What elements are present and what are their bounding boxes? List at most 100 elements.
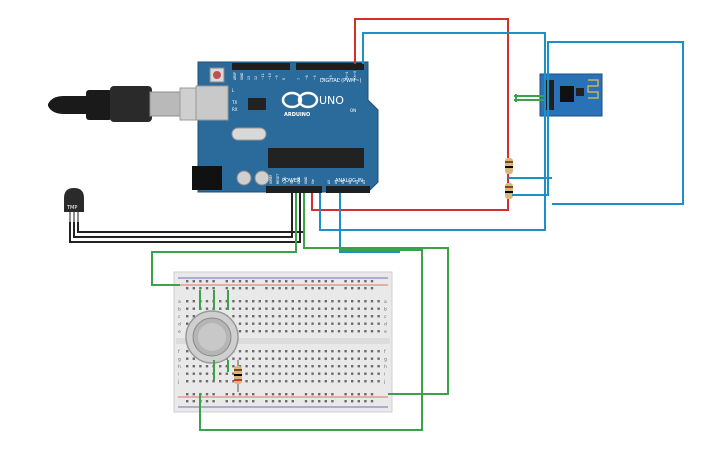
breadboard-hole xyxy=(265,307,268,310)
breadboard-hole xyxy=(304,287,308,290)
breadboard-hole xyxy=(278,357,281,360)
breadboard-hole xyxy=(245,393,248,396)
breadboard-hole xyxy=(304,380,308,383)
breadboard-hole xyxy=(225,393,228,396)
esp-resistors xyxy=(505,158,513,199)
breadboard-hole xyxy=(199,380,202,383)
breadboard-hole xyxy=(285,330,288,333)
breadboard-hole xyxy=(225,287,228,290)
breadboard-hole xyxy=(291,393,294,396)
breadboard-hole xyxy=(186,400,189,403)
breadboard-hole xyxy=(311,330,314,333)
breadboard-hole xyxy=(252,287,255,290)
breadboard-hole xyxy=(278,307,281,310)
breadboard-hole xyxy=(219,300,222,303)
breadboard-hole xyxy=(232,380,235,383)
breadboard-hole xyxy=(331,330,334,333)
breadboard-hole xyxy=(252,350,255,353)
breadboard-hole xyxy=(252,380,255,383)
breadboard-hole xyxy=(357,287,360,290)
breadboard-hole xyxy=(265,322,268,325)
breadboard-hole xyxy=(186,357,189,360)
breadboard-hole xyxy=(205,400,209,403)
breadboard-hole xyxy=(370,372,374,375)
digital-pin-label: ~3 xyxy=(329,75,333,80)
breadboard-hole xyxy=(258,330,261,333)
breadboard-hole xyxy=(344,393,347,396)
breadboard-hole xyxy=(225,280,228,283)
breadboard-hole xyxy=(265,315,268,318)
breadboard-hole xyxy=(291,330,294,333)
breadboard-hole xyxy=(186,393,189,396)
breadboard-hole xyxy=(298,380,301,383)
breadboard-hole xyxy=(370,393,374,396)
breadboard-hole xyxy=(344,315,347,318)
breadboard-hole xyxy=(245,300,248,303)
breadboard-hole xyxy=(232,400,235,403)
breadboard-hole xyxy=(370,322,374,325)
breadboard-hole xyxy=(324,400,327,403)
temperature-sensor: TMP xyxy=(64,188,84,222)
breadboard-hole xyxy=(265,280,268,283)
green-wires xyxy=(151,94,544,431)
breadboard-hole xyxy=(344,330,347,333)
breadboard-hole xyxy=(364,322,367,325)
breadboard-hole xyxy=(370,365,374,368)
breadboard-hole xyxy=(205,380,209,383)
breadboard-hole xyxy=(271,300,275,303)
breadboard-hole xyxy=(232,307,235,310)
breadboard-hole xyxy=(311,307,314,310)
breadboard-hole xyxy=(331,380,334,383)
digital-pin-label: ~5 xyxy=(313,75,317,80)
breadboard-hole xyxy=(205,300,209,303)
breadboard-hole xyxy=(285,280,288,283)
breadboard-hole xyxy=(344,372,347,375)
breadboard-hole xyxy=(192,287,195,290)
digital-pin-label: ~11 xyxy=(261,73,265,80)
digital-pin-label: GND xyxy=(240,72,244,80)
breadboard-hole xyxy=(364,307,367,310)
breadboard-hole xyxy=(265,330,268,333)
breadboard-hole xyxy=(291,380,294,383)
breadboard-hole xyxy=(337,315,341,318)
breadboard-hole xyxy=(285,300,288,303)
breadboard-hole xyxy=(364,380,367,383)
breadboard-hole xyxy=(364,280,367,283)
breadboard-hole xyxy=(298,330,301,333)
breadboard-hole xyxy=(232,365,235,368)
breadboard-hole xyxy=(311,393,314,396)
breadboard-hole xyxy=(199,280,202,283)
breadboard-row-letter: g xyxy=(384,358,387,363)
breadboard-hole xyxy=(225,365,228,368)
breadboard-hole xyxy=(291,400,294,403)
breadboard-hole xyxy=(351,350,354,353)
breadboard-hole xyxy=(271,372,275,375)
breadboard-hole xyxy=(186,280,189,283)
usb-cable xyxy=(48,86,211,122)
breadboard-hole xyxy=(324,372,327,375)
breadboard-hole xyxy=(245,315,248,318)
breadboard-hole xyxy=(304,280,308,283)
breadboard-hole xyxy=(357,380,360,383)
breadboard-hole xyxy=(258,357,261,360)
breadboard-hole xyxy=(271,400,275,403)
breadboard-hole xyxy=(337,380,341,383)
breadboard-row-letter: d xyxy=(178,322,181,328)
breadboard-hole xyxy=(271,393,275,396)
breadboard-hole xyxy=(291,357,294,360)
breadboard-hole xyxy=(364,372,367,375)
digital-pin-label: 8 xyxy=(282,78,286,80)
breadboard-hole xyxy=(265,393,268,396)
digital-pin-label: 2 xyxy=(337,78,341,80)
gas-sensor xyxy=(185,310,239,364)
breadboard-hole xyxy=(344,287,347,290)
breadboard-hole xyxy=(245,280,248,283)
digital-pin-label: ~10 xyxy=(268,73,272,80)
breadboard-hole xyxy=(324,315,327,318)
power-pin-label: Vin xyxy=(311,179,315,184)
breadboard-hole xyxy=(238,357,242,360)
breadboard-hole xyxy=(252,322,255,325)
breadboard-hole xyxy=(238,280,242,283)
breadboard-hole xyxy=(271,350,275,353)
breadboard-hole xyxy=(278,365,281,368)
